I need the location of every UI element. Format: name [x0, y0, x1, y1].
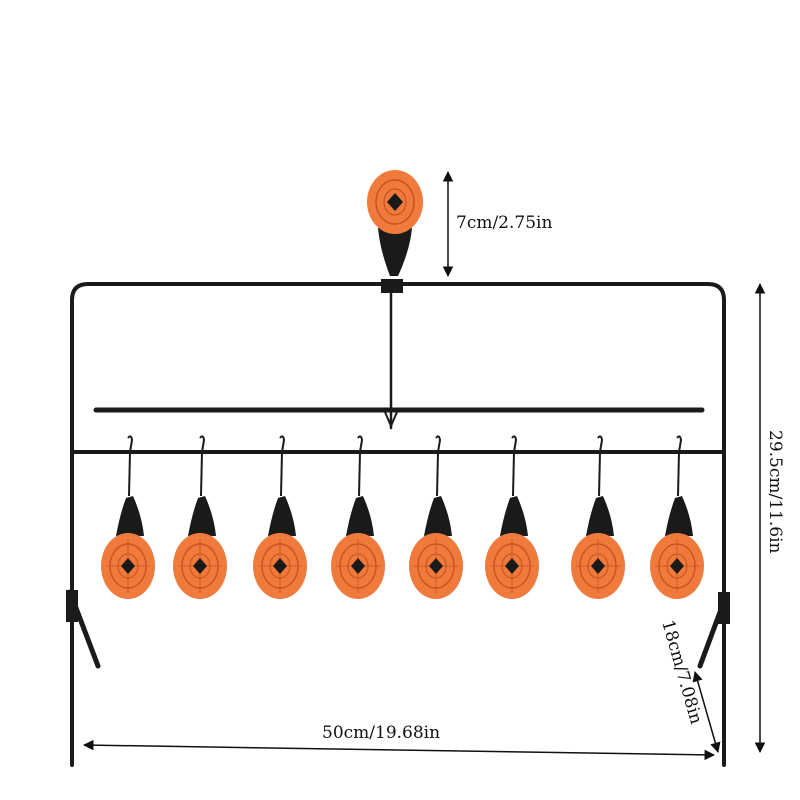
left-leg-bracket [66, 590, 78, 622]
height-label: 29.5cm/11.6in [765, 430, 785, 554]
right-leg-bracket [718, 592, 730, 624]
target-paddle [665, 496, 693, 536]
target-paddle [346, 496, 374, 536]
hanging-target [571, 435, 625, 599]
hanging-target [485, 435, 539, 599]
dimension-lines [82, 170, 766, 761]
target-hook [199, 435, 206, 497]
hanging-target [101, 435, 155, 599]
width-label: 50cm/19.68in [322, 723, 440, 743]
hanging-target [650, 435, 704, 599]
target-bullseye [591, 558, 605, 574]
target-paddle [424, 496, 452, 536]
target-bullseye [429, 558, 443, 574]
top-target [367, 170, 423, 276]
hanging-target [409, 435, 463, 599]
spindle-clip [384, 411, 398, 429]
target-bullseye [273, 558, 287, 574]
target-hook [597, 435, 604, 497]
target-hook [279, 435, 286, 497]
target-paddle [116, 496, 144, 536]
target-hook [435, 435, 442, 497]
target-bullseye [193, 558, 207, 574]
target-hook [676, 435, 683, 497]
leg-length-arrow [692, 670, 721, 754]
top-clamp [381, 279, 403, 293]
frame-outer [70, 282, 726, 767]
width-arrow [82, 739, 716, 761]
top-target-height-label: 7cm/2.75in [456, 213, 552, 233]
target-hook [127, 435, 134, 497]
target-bullseye [121, 558, 135, 574]
target-paddle [500, 496, 528, 536]
target-bullseye [505, 558, 519, 574]
top-target-paddle [378, 228, 412, 276]
hanging-target [173, 435, 227, 599]
target-paddle [268, 496, 296, 536]
target-hook [357, 435, 364, 497]
top-target-bullseye [387, 193, 403, 211]
hanging-target [253, 435, 307, 599]
target-hook [511, 435, 518, 497]
top-target-ring-outer [375, 179, 415, 225]
leg-length-label: 18cm/7.08in [657, 618, 706, 727]
target-bullseye [670, 558, 684, 574]
top-target-ring-inner [383, 188, 407, 216]
hanging-target [331, 435, 385, 599]
target-paddle [586, 496, 614, 536]
target-bullseye [351, 558, 365, 574]
target-paddle [188, 496, 216, 536]
metal-frame [66, 279, 730, 767]
hanging-targets [101, 435, 704, 599]
